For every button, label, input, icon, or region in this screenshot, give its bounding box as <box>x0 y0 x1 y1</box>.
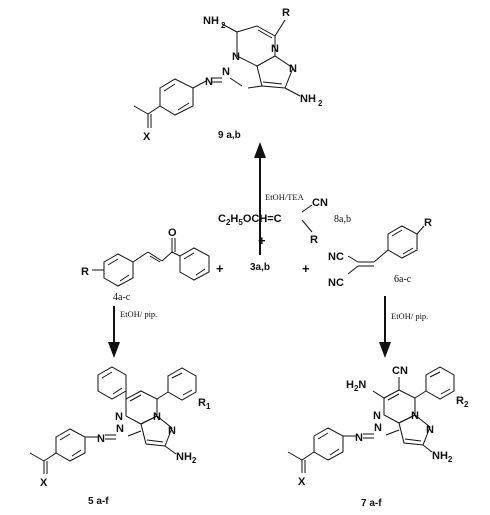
c9-n-ring3: N <box>289 63 297 75</box>
c9-n-azo2: N <box>205 76 213 88</box>
c9-n-ring2: N <box>232 51 240 63</box>
c7-n2: N <box>411 410 419 422</box>
c9-nh2-bottom: NH <box>300 93 316 105</box>
compound-4: R O 4a-c <box>81 227 210 303</box>
condition-top: EtOH/TEA <box>265 192 305 202</box>
compound-9: NH 2 R N N N N N NH 2 X 9 a,b <box>133 7 323 143</box>
compound-7: CN H2N R2 N N N N N NH2 X 7 a-f <box>287 365 469 509</box>
c9-label: 9 a,b <box>218 130 241 141</box>
c7-r2: R2 <box>456 395 469 409</box>
c6-r: R <box>424 217 432 229</box>
c9-nh2-top-sub: 2 <box>221 21 226 30</box>
c5-r1: R1 <box>198 397 211 411</box>
c7-nh2-top: H2N <box>346 379 366 393</box>
c7-cn: CN <box>392 365 408 377</box>
condition-left: EtOH/ pip. <box>120 309 157 319</box>
plus-left: + <box>216 261 224 276</box>
compound-5: R1 N N N N N NH2 X 5 a-f <box>29 366 211 507</box>
c9-n-azo1: N <box>222 66 230 78</box>
c4-label: 4a-c <box>113 292 131 303</box>
c7-x: X <box>298 476 306 488</box>
c3-aux-label: 8a,b <box>334 214 351 225</box>
c7-n-azo1: N <box>374 422 382 434</box>
c5-nh2: NH2 <box>176 451 197 465</box>
c3-r: R <box>310 234 318 246</box>
c9-n-ring1: N <box>271 43 279 55</box>
c3-label: 3a,b <box>250 262 270 273</box>
c3-cn: CN <box>312 197 328 209</box>
c9-nh2-bottom-sub: 2 <box>318 99 323 108</box>
c5-label: 5 a-f <box>88 496 109 507</box>
arrow-right-down: EtOH/ pip. <box>379 296 428 358</box>
c6-label: 6a-c <box>394 274 412 285</box>
c5-n-azo2: N <box>97 433 105 445</box>
c9-x: X <box>143 131 151 143</box>
c6-cn2: NC <box>328 277 344 289</box>
c5-n-azo1: N <box>116 423 124 435</box>
condition-right: EtOH/ pip. <box>391 311 428 321</box>
c7-nh2: NH2 <box>432 450 453 464</box>
c5-n1: N <box>115 411 123 423</box>
c9-nh2-top: NH <box>203 15 219 27</box>
c5-n2: N <box>153 411 161 423</box>
c5-n3: N <box>168 425 176 437</box>
c9-r: R <box>282 7 290 19</box>
c6-cn1: NC <box>328 251 344 263</box>
c3-formula: C2H5OCH=C <box>218 213 282 227</box>
c7-n-azo2: N <box>355 432 363 444</box>
c5-x: X <box>40 477 48 489</box>
c7-n1: N <box>373 410 381 422</box>
plus-center: + <box>258 233 266 248</box>
c7-label: 7 a-f <box>361 498 382 509</box>
c4-o: O <box>168 227 177 239</box>
compound-3: C2H5OCH=C CN R 8a,b + 3a,b <box>218 197 351 273</box>
compound-6: R NC NC 6a-c <box>328 217 432 289</box>
c4-r: R <box>81 266 89 278</box>
arrow-left-down: EtOH/ pip. <box>108 306 157 358</box>
arrow-up: EtOH/TEA <box>254 142 305 255</box>
c7-n3: N <box>426 424 434 436</box>
plus-right: + <box>302 261 310 276</box>
